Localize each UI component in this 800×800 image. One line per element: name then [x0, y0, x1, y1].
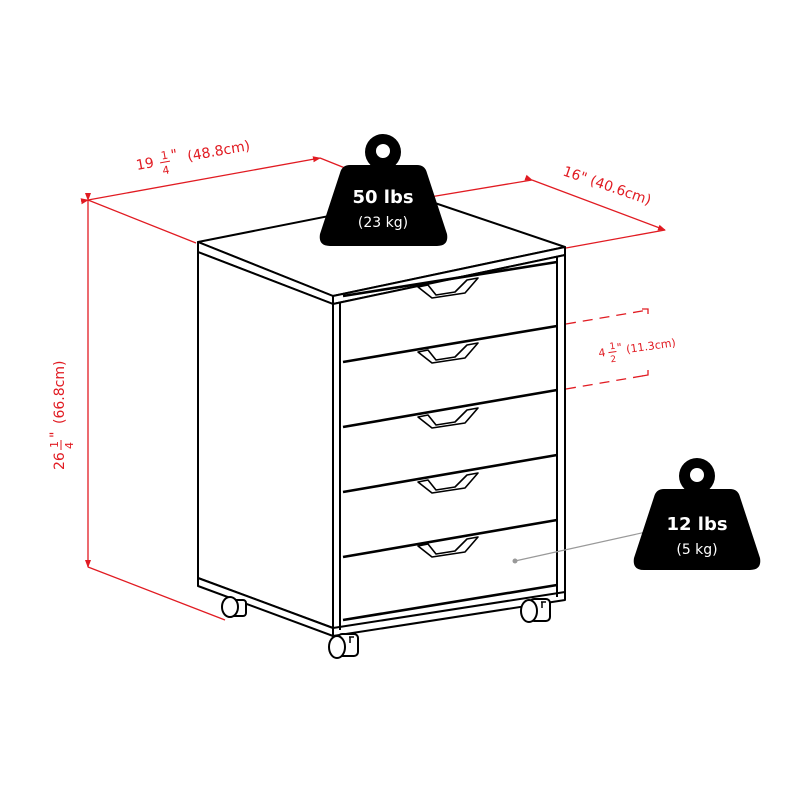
top-weight-metric: (23 kg) — [358, 215, 408, 231]
drawer-weight-label: 12 lbs — [666, 514, 727, 535]
cabinet — [197, 197, 566, 637]
dimension-lines — [80, 156, 666, 621]
weight-icon-top-capacity: 50 lbs (23 kg) — [319, 134, 448, 246]
drawer-weight-metric: (5 kg) — [676, 542, 717, 558]
svg-text:4: 4 — [598, 346, 607, 360]
top-weight-label: 50 lbs — [352, 187, 413, 208]
drawer-handles — [417, 277, 479, 558]
svg-text:2: 2 — [610, 355, 617, 366]
svg-text:(11.3cm): (11.3cm) — [625, 336, 676, 356]
caster-front-right — [520, 598, 551, 623]
svg-text:": " — [616, 341, 623, 355]
caster-front-left — [328, 633, 359, 659]
weight-icon-drawer-capacity: 12 lbs (5 kg) — [633, 458, 761, 570]
svg-text:19: 19 — [135, 155, 155, 174]
svg-text:1: 1 — [609, 342, 616, 353]
svg-text:": " — [170, 147, 179, 164]
casters — [221, 596, 551, 659]
drawer-dimension-lines — [565, 309, 649, 390]
drawer-height-label: 4 1 2 " (11.3cm) — [598, 336, 677, 366]
svg-text:": " — [48, 432, 64, 438]
svg-text:26: 26 — [52, 452, 68, 470]
drawer-weight-leader — [512, 529, 656, 564]
svg-text:4: 4 — [161, 163, 170, 177]
depth-label: 16" (40.6cm) — [561, 164, 653, 209]
drawers — [342, 260, 558, 622]
svg-text:1: 1 — [48, 441, 61, 448]
svg-text:1: 1 — [160, 149, 169, 163]
svg-text:(48.8cm): (48.8cm) — [186, 138, 251, 165]
caster-back-left — [221, 596, 247, 618]
width-label: 19 1 4 " (48.8cm) — [135, 138, 251, 177]
svg-text:(66.8cm): (66.8cm) — [52, 361, 68, 424]
svg-text:4: 4 — [63, 442, 76, 449]
height-label: 26 1 4 " (66.8cm) — [48, 361, 76, 470]
